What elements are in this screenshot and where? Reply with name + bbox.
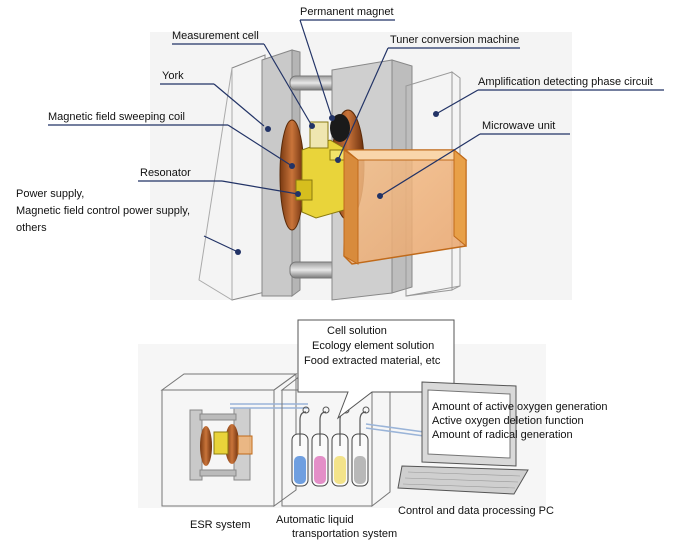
leader-lines [48,19,664,253]
label-permanent-magnet: Permanent magnet [300,6,394,18]
sample-line-3: Food extracted material, etc [304,355,441,367]
label-microwave-unit: Microwave unit [482,120,556,132]
label-sweeping-coil: Magnetic field sweeping coil [48,111,185,123]
sample-callout [297,319,455,420]
pc-tubes [365,423,425,437]
sample-line-1: Cell solution [327,325,387,337]
esr-system-box [160,373,298,507]
permanent-magnet [330,114,350,142]
label-power-supply-2: Magnetic field control power supply, [16,205,191,217]
sweeping-coil-left [279,119,305,231]
test-tube [311,406,330,487]
top-diagram [48,19,664,301]
test-tube [351,406,370,487]
label-resonator: Resonator [140,167,191,179]
test-tubes [291,406,370,487]
label-york: York [162,70,184,82]
pc-output-2: Active oxygen deletion function [432,415,584,427]
pc [397,381,529,495]
caption-esr-system: ESR system [190,519,251,531]
test-tube [291,406,310,487]
label-measurement-cell: Measurement cell [172,30,259,42]
microwave-unit [343,148,468,265]
sample-line-2: Ecology element solution [312,340,435,352]
esr-mini-magnet [189,407,253,481]
caption-auto-liquid-2: transportation system [292,528,398,540]
caption-pc: Control and data processing PC [398,505,554,517]
bottom-diagram [138,319,546,508]
pc-output-3: Amount of radical generation [432,429,573,441]
pc-output-1: Amount of active oxygen generation [432,401,608,413]
label-tuner: Tuner conversion machine [390,34,520,46]
label-power-supply-1: Power supply, [16,188,85,200]
measurement-cell [309,121,329,149]
label-amplification: Amplification detecting phase circuit [478,76,653,88]
caption-auto-liquid-1: Automatic liquid [276,514,354,526]
leader-dots [235,111,439,255]
label-power-supply-3: others [16,222,47,234]
test-tube [331,406,350,487]
esr-tubes [230,403,308,409]
